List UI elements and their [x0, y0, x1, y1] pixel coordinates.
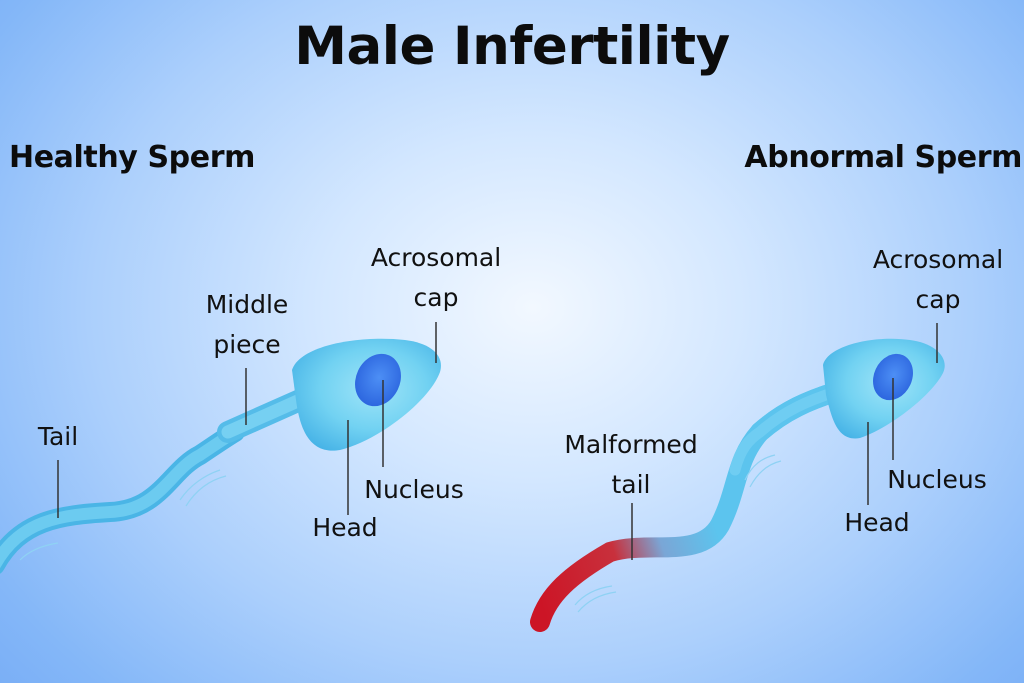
abnormal-sperm-heading: Abnormal Sperm [744, 140, 1022, 175]
abnormal-label-head: Head [844, 508, 910, 537]
label-line: piece [213, 330, 281, 359]
healthy-leader-lines [57, 322, 437, 518]
abnormal-sperm [530, 323, 945, 632]
healthy-nucleus-shape [355, 353, 401, 407]
abnormal-nucleus-shape [873, 353, 913, 401]
healthy-sperm [0, 322, 441, 574]
label-line: Malformed [564, 430, 698, 459]
healthy-label-nucleus: Nucleus [364, 475, 464, 504]
abnormal-label-nucleus: Nucleus [887, 465, 987, 494]
page-title: Male Infertility [294, 16, 730, 77]
healthy-label-head: Head [312, 513, 378, 542]
healthy-label-acrosomal-cap: Acrosomal cap [362, 238, 510, 318]
label-line: cap [413, 283, 459, 312]
abnormal-label-acrosomal-cap: Acrosomal cap [864, 240, 1012, 320]
label-line: Acrosomal [370, 243, 502, 272]
label-line: cap [915, 285, 961, 314]
label-line: tail [611, 470, 651, 499]
label-line: Middle [205, 290, 289, 319]
healthy-label-middle-piece: Middle piece [193, 285, 301, 365]
healthy-sperm-heading: Healthy Sperm [9, 140, 255, 175]
abnormal-leader-lines [631, 323, 938, 560]
abnormal-label-malformed-tail: Malformed tail [553, 425, 709, 505]
label-line: Acrosomal [872, 245, 1004, 274]
healthy-label-tail: Tail [37, 422, 79, 451]
